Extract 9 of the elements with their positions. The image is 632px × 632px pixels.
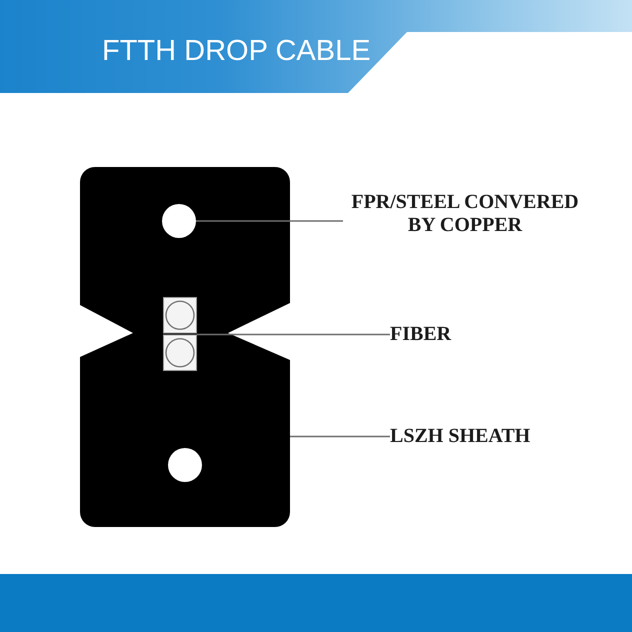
callout-label: FPR/STEEL CONVERED BY COPPER (343, 191, 587, 237)
leader-line (197, 334, 390, 336)
leader-line (196, 220, 343, 222)
callout-label: LSZH SHEATH (390, 425, 530, 448)
callout-label: FIBER (390, 323, 452, 346)
leader-line (290, 436, 390, 438)
optical-fiber-pair (163, 297, 197, 371)
cable-sheath (80, 167, 290, 527)
banner-title: FTTH DROP CABLE (102, 37, 371, 66)
